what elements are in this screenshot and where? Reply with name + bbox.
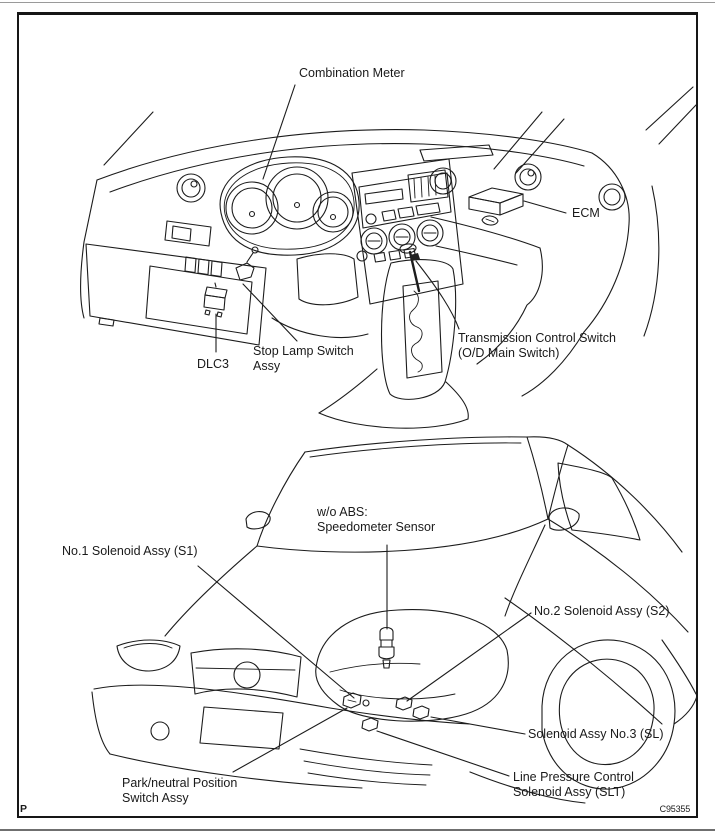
stop-lamp-switch-component bbox=[235, 246, 259, 281]
label-speedometer-sensor: w/o ABS: Speedometer Sensor bbox=[317, 505, 436, 534]
park-neutral-switch-component bbox=[342, 692, 362, 709]
license-plate bbox=[199, 706, 284, 750]
label-combination-meter: Combination Meter bbox=[299, 66, 405, 80]
engine-bay-opening bbox=[315, 609, 509, 722]
leader-ecm bbox=[523, 200, 567, 214]
dlc3-connector bbox=[203, 282, 228, 318]
leader-transmission-control-switch bbox=[415, 260, 460, 330]
label-no2-solenoid: No.2 Solenoid Assy (S2) bbox=[534, 604, 670, 618]
leader-no1-solenoid bbox=[197, 565, 355, 699]
car-illustration bbox=[91, 436, 698, 804]
scan-artifact-top bbox=[0, 2, 715, 3]
label-no3-solenoid: Solenoid Assy No.3 (SL) bbox=[528, 727, 664, 741]
leader-stop-lamp-switch bbox=[242, 283, 298, 342]
knee-panel bbox=[85, 243, 267, 346]
fog-lamp bbox=[150, 721, 170, 741]
scan-artifact-bottom bbox=[0, 829, 715, 831]
label-dlc3: DLC3 bbox=[197, 357, 229, 371]
dashboard-illustration bbox=[80, 84, 697, 429]
label-stop-lamp-switch: Stop Lamp Switch Assy bbox=[253, 344, 354, 373]
passenger-mirror bbox=[548, 507, 580, 531]
label-transmission-control-switch: Transmission Control Switch (O/D Main Sw… bbox=[458, 331, 616, 360]
page-letter: P bbox=[20, 803, 28, 815]
light-switch-panel bbox=[164, 220, 223, 278]
label-no1-solenoid: No.1 Solenoid Assy (S1) bbox=[62, 544, 198, 558]
shifter-console bbox=[380, 243, 457, 400]
no2-solenoid-component bbox=[395, 696, 413, 711]
no3-solenoid-component bbox=[412, 705, 430, 720]
driver-mirror bbox=[245, 511, 271, 530]
leader-line-pressure-solenoid bbox=[376, 730, 510, 777]
speedometer-sensor-component bbox=[378, 626, 395, 669]
leader-park-neutral-switch bbox=[232, 707, 348, 773]
driver-vent bbox=[176, 173, 206, 203]
slt-solenoid-component bbox=[361, 717, 379, 732]
label-park-neutral-switch: Park/neutral Position Switch Assy bbox=[122, 776, 238, 805]
label-line-pressure-solenoid: Line Pressure Control Solenoid Assy (SLT… bbox=[513, 770, 634, 799]
steering-column bbox=[296, 253, 359, 306]
leader-combination-meter bbox=[262, 84, 296, 180]
combination-meter-cluster bbox=[219, 156, 360, 256]
leader-no3-solenoid bbox=[430, 716, 526, 735]
label-ecm: ECM bbox=[572, 206, 600, 220]
maker-emblem bbox=[233, 661, 261, 689]
leader-no2-solenoid bbox=[406, 612, 532, 702]
ecm-box bbox=[468, 187, 524, 216]
glove-box bbox=[430, 215, 543, 365]
figure-border bbox=[17, 12, 698, 818]
center-stack bbox=[351, 158, 464, 305]
figure-code: C95355 bbox=[659, 804, 691, 814]
transmission-control-switch-component bbox=[410, 253, 420, 261]
